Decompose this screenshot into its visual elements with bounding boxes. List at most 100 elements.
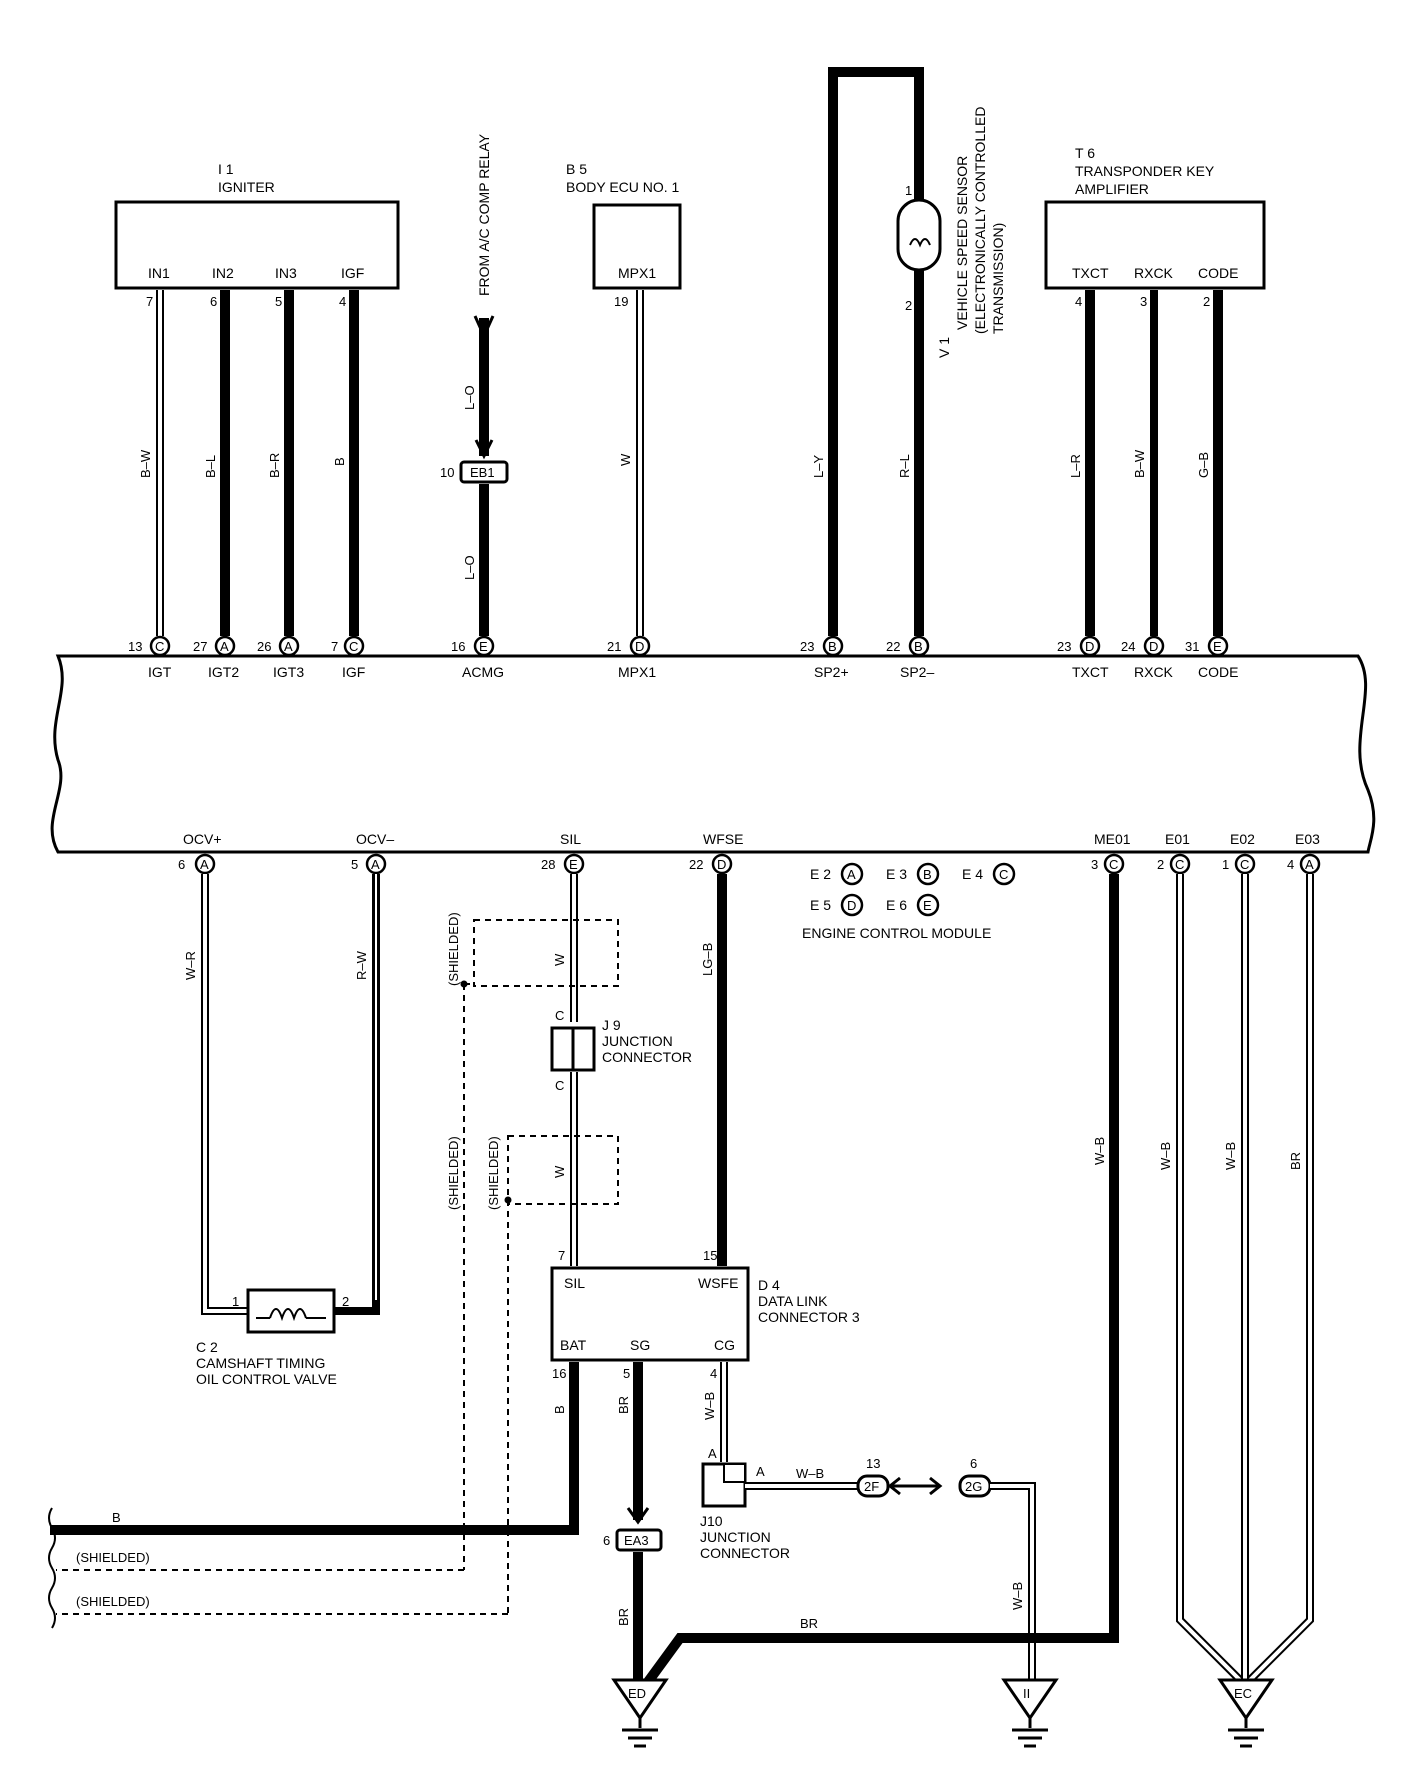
connector-marker bbox=[563, 853, 585, 875]
wire-color: BR bbox=[616, 1608, 631, 1626]
wire-color: W bbox=[618, 453, 633, 466]
legend-e2: E 2 bbox=[810, 866, 831, 882]
body-ecu-name: BODY ECU NO. 1 bbox=[566, 179, 680, 195]
connector-letter: A bbox=[284, 639, 293, 654]
connector-marker bbox=[711, 853, 733, 875]
ecm-pin-sp2-minus: SP2– bbox=[900, 664, 934, 680]
speed-sensor-body bbox=[896, 198, 942, 272]
shielded-label: (SHIELDED) bbox=[446, 1136, 461, 1210]
ground-triangle-icon bbox=[1217, 1678, 1275, 1721]
connector-marker bbox=[840, 893, 864, 917]
connector-letter: E bbox=[1213, 639, 1222, 654]
pin-number: 6 bbox=[970, 1456, 977, 1471]
d4-line2: CONNECTOR 3 bbox=[758, 1309, 860, 1325]
igniter-name: IGNITER bbox=[218, 179, 275, 195]
connector-eb1 bbox=[459, 460, 509, 484]
pin-number: 22 bbox=[689, 857, 703, 872]
connector-marker bbox=[1143, 635, 1165, 657]
transponder-pin-code: CODE bbox=[1198, 265, 1238, 281]
connector-marker bbox=[194, 853, 216, 875]
connector-marker bbox=[214, 635, 236, 657]
connector-marker bbox=[1234, 853, 1256, 875]
connector-letter: A bbox=[1305, 857, 1314, 872]
connector-marker bbox=[1299, 853, 1321, 875]
shielded-label: (SHIELDED) bbox=[76, 1594, 150, 1609]
wire-color: L–O bbox=[462, 555, 477, 580]
wire-color: R–W bbox=[354, 950, 369, 980]
ecm-pin-txct: TXCT bbox=[1072, 664, 1109, 680]
pin-number: 7 bbox=[331, 639, 338, 654]
body-ecu-pin: MPX1 bbox=[618, 265, 656, 281]
pin-number: 4 bbox=[710, 1366, 717, 1381]
transponder-line2: AMPLIFIER bbox=[1075, 181, 1149, 197]
igniter-code: I 1 bbox=[218, 161, 234, 177]
pin-number: 5 bbox=[623, 1366, 630, 1381]
legend-letter-c: C bbox=[999, 867, 1008, 882]
wire-core bbox=[203, 874, 248, 1313]
connector-letter: C bbox=[1240, 857, 1249, 872]
connector-letter: D bbox=[717, 857, 726, 872]
pin-number: 2 bbox=[1157, 857, 1164, 872]
pin-number: 3 bbox=[1091, 857, 1098, 872]
connector-marker bbox=[473, 635, 495, 657]
igniter-pin-in1: IN1 bbox=[148, 265, 170, 281]
wire-color: L–O bbox=[462, 385, 477, 410]
connector-arrow-icon bbox=[929, 1476, 943, 1496]
ecm-pin-sil: SIL bbox=[560, 831, 581, 847]
ecm-pin-ocv-plus: OCV+ bbox=[183, 831, 222, 847]
wire-color: B–W bbox=[1132, 449, 1147, 478]
ecm-pin-sp2-plus: SP2+ bbox=[814, 664, 849, 680]
speed-sensor-line2: (ELECTRONICALLY CONTROLLED bbox=[972, 107, 988, 334]
connector-letter: D bbox=[1085, 639, 1094, 654]
ecm-pin-code: CODE bbox=[1198, 664, 1238, 680]
wire-color: W bbox=[552, 953, 567, 966]
igniter: I 1 IGNITER IN1 IN2 IN3 IGF 7 6 5 4 bbox=[114, 161, 400, 309]
pin-number: 7 bbox=[146, 294, 153, 309]
ecm-body bbox=[50, 654, 1376, 854]
igniter-pin-igf: IGF bbox=[341, 265, 364, 281]
shield-box bbox=[473, 919, 619, 987]
pin-number: 2 bbox=[1203, 294, 1210, 309]
pin-number: 15 bbox=[703, 1248, 717, 1263]
pin-number: 2 bbox=[342, 1294, 349, 1309]
wire-color: W–B bbox=[796, 1466, 824, 1481]
connector-marker bbox=[278, 635, 300, 657]
pin-number: 13 bbox=[128, 639, 142, 654]
connector-marker bbox=[908, 635, 930, 657]
connector-marker bbox=[149, 635, 171, 657]
connector-letter: A bbox=[220, 639, 229, 654]
transponder-pin-rxck: RXCK bbox=[1134, 265, 1174, 281]
wire-loop bbox=[828, 67, 924, 636]
connector-2g-label: 2G bbox=[965, 1479, 982, 1494]
ground-ii: II bbox=[1001, 1678, 1059, 1748]
pin-number: 13 bbox=[866, 1456, 880, 1471]
ocv-circuit: W–R R–W 1 2 C 2 CAMSHAFT TIMING OIL CONT… bbox=[183, 874, 380, 1387]
connector-eb1-label: EB1 bbox=[470, 465, 495, 480]
pin-letter: A bbox=[708, 1446, 717, 1461]
ac-relay-label: FROM A/C COMP RELAY bbox=[476, 133, 492, 296]
pin-number: 7 bbox=[558, 1248, 565, 1263]
wire-core bbox=[1248, 874, 1312, 1682]
shielded-label: (SHIELDED) bbox=[76, 1550, 150, 1565]
connector-marker bbox=[992, 862, 1016, 886]
j9-line1: JUNCTION bbox=[602, 1033, 673, 1049]
wire-color: BR bbox=[1288, 1152, 1303, 1170]
connector-letter: B bbox=[914, 639, 923, 654]
wire-break-icon bbox=[48, 1507, 56, 1629]
wire bbox=[50, 1362, 579, 1535]
connector-marker bbox=[1169, 853, 1191, 875]
legend-letter-e: E bbox=[923, 898, 932, 913]
d4-box bbox=[550, 1266, 750, 1362]
legend-e3: E 3 bbox=[886, 866, 907, 882]
transponder-key-amplifier: T 6 TRANSPONDER KEY AMPLIFIER TXCT RXCK … bbox=[1044, 145, 1266, 636]
ecm-pin-rxck: RXCK bbox=[1134, 664, 1174, 680]
connector-marker bbox=[822, 635, 844, 657]
ecm-bottom-pins: OCV+ A 6 OCV– A 5 SIL E 28 WFSE D 22 ME0… bbox=[178, 831, 1321, 875]
ecm-pin-e03: E03 bbox=[1295, 831, 1320, 847]
d4-pin-sg: SG bbox=[630, 1337, 650, 1353]
speed-sensor-line3: TRANSMISSION) bbox=[990, 223, 1006, 334]
transponder-line1: TRANSPONDER KEY bbox=[1075, 163, 1215, 179]
d4-pin-cg: CG bbox=[714, 1337, 735, 1353]
cg-circuit: W–B A A J10 JUNCTION CONNECTOR W–B 2F 13… bbox=[700, 1362, 1036, 1690]
igniter-box bbox=[114, 200, 400, 290]
